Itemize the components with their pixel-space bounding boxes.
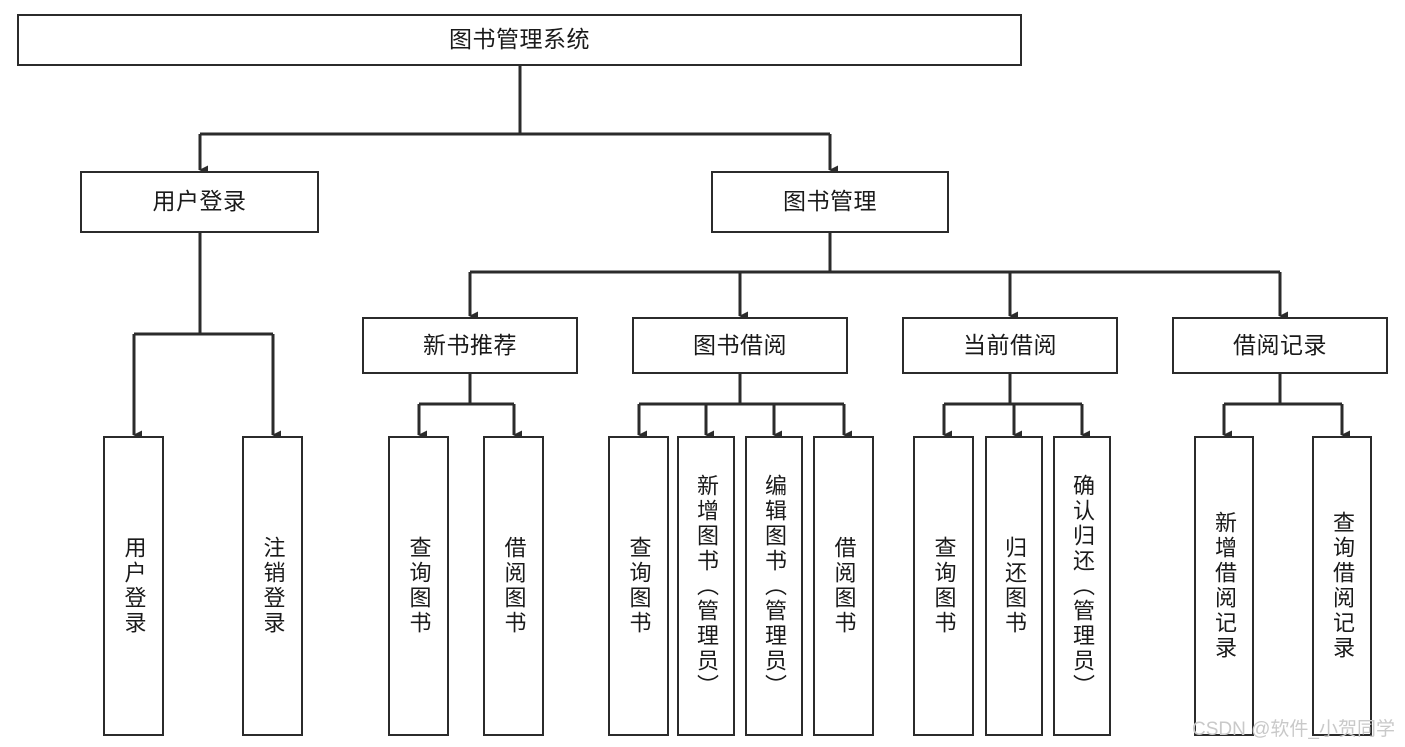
node-current-borrow[interactable]: 当前借阅 (902, 317, 1118, 374)
node-label-leaf-edit-book-admin: 编辑图书（管理员） (762, 473, 787, 699)
node-leaf-query-books-rec[interactable]: 查询图书 (388, 436, 449, 736)
node-leaf-query-books-current[interactable]: 查询图书 (913, 436, 974, 736)
node-leaf-confirm-return-admin[interactable]: 确认归还（管理员） (1053, 436, 1111, 736)
node-label-leaf-add-borrow-record: 新增借阅记录 (1212, 511, 1237, 661)
node-leaf-query-borrow-record[interactable]: 查询借阅记录 (1312, 436, 1372, 736)
node-label-leaf-borrow-book: 借阅图书 (831, 536, 857, 636)
node-book-borrow[interactable]: 图书借阅 (632, 317, 848, 374)
node-label-user-login: 用户登录 (152, 188, 247, 215)
node-label-leaf-add-book-admin: 新增图书（管理员） (694, 473, 719, 699)
node-label-borrow-records: 借阅记录 (1233, 331, 1327, 358)
node-label-leaf-confirm-return-admin: 确认归还（管理员） (1070, 473, 1095, 699)
node-leaf-add-borrow-record[interactable]: 新增借阅记录 (1194, 436, 1254, 736)
node-new-book-recommend[interactable]: 新书推荐 (362, 317, 578, 374)
node-label-leaf-query-books-current: 查询图书 (931, 536, 957, 636)
node-label-book-management: 图书管理 (783, 188, 877, 215)
node-leaf-logout[interactable]: 注销登录 (242, 436, 303, 736)
node-leaf-edit-book-admin[interactable]: 编辑图书（管理员） (745, 436, 803, 736)
node-root[interactable]: 图书管理系统 (17, 14, 1022, 66)
node-label-leaf-borrow-books-rec: 借阅图书 (501, 536, 527, 636)
node-leaf-borrow-book[interactable]: 借阅图书 (813, 436, 874, 736)
csdn-watermark: CSDN @软件_小贺同学 (1192, 719, 1395, 740)
node-leaf-user-login[interactable]: 用户登录 (103, 436, 164, 736)
node-book-management[interactable]: 图书管理 (711, 171, 949, 233)
node-leaf-return-book[interactable]: 归还图书 (985, 436, 1043, 736)
node-label-leaf-user-login: 用户登录 (121, 536, 147, 636)
node-label-new-book-recommend: 新书推荐 (423, 331, 517, 358)
node-label-leaf-query-books-rec: 查询图书 (406, 536, 432, 636)
node-label-current-borrow: 当前借阅 (963, 331, 1057, 358)
node-leaf-query-books-borrow[interactable]: 查询图书 (608, 436, 669, 736)
node-label-root: 图书管理系统 (449, 26, 590, 53)
node-label-leaf-query-borrow-record: 查询借阅记录 (1330, 511, 1355, 661)
node-user-login[interactable]: 用户登录 (80, 171, 319, 233)
node-label-leaf-logout: 注销登录 (260, 536, 286, 636)
node-leaf-borrow-books-rec[interactable]: 借阅图书 (483, 436, 544, 736)
node-label-book-borrow: 图书借阅 (693, 331, 787, 358)
node-leaf-add-book-admin[interactable]: 新增图书（管理员） (677, 436, 735, 736)
node-label-leaf-return-book: 归还图书 (1002, 536, 1027, 636)
node-label-leaf-query-books-borrow: 查询图书 (626, 536, 652, 636)
node-borrow-records[interactable]: 借阅记录 (1172, 317, 1388, 374)
